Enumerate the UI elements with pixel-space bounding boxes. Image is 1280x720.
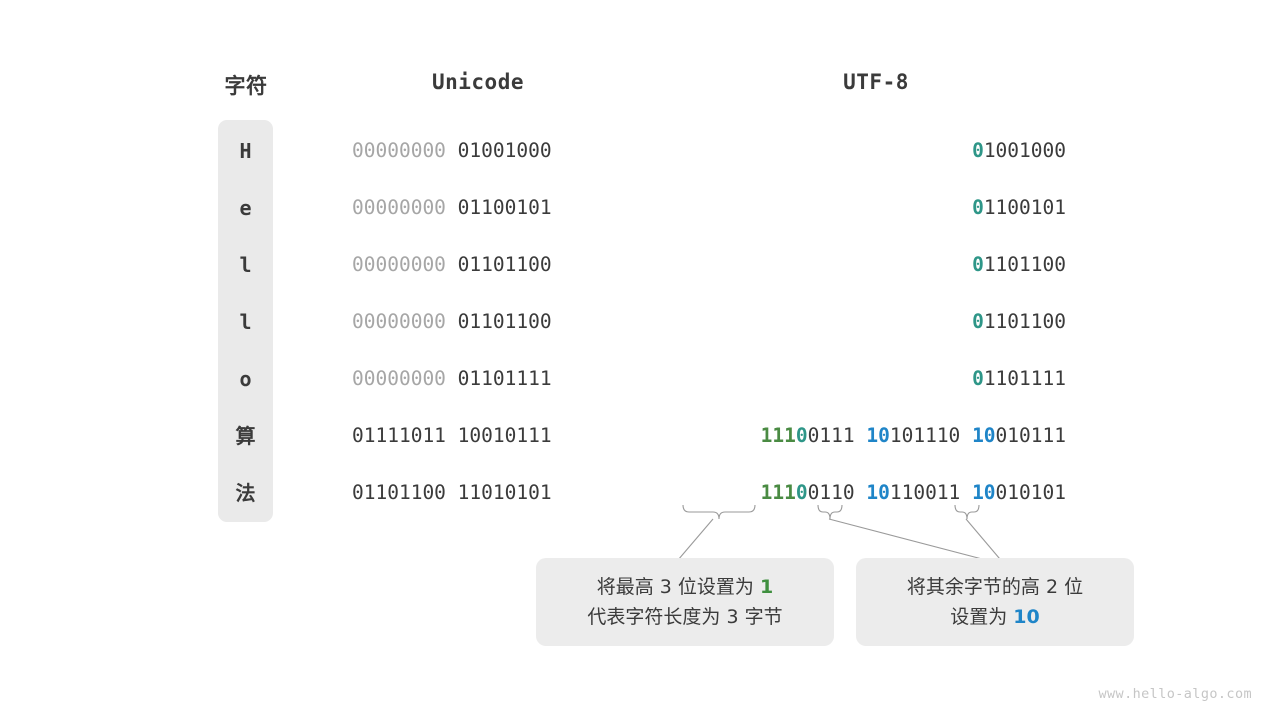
utf8-byte-prefix: 0 (972, 310, 984, 333)
unicode-high-byte: 00000000 (352, 253, 458, 276)
character-column-panel (218, 120, 273, 522)
unicode-low-byte: 11010101 (457, 481, 552, 504)
column-header-unicode: Unicode (431, 70, 524, 94)
leader-brace1 (677, 518, 714, 561)
unicode-low-byte: 01101100 (457, 253, 552, 276)
unicode-high-byte: 00000000 (352, 139, 458, 162)
unicode-low-byte: 01100101 (457, 196, 552, 219)
utf8-byte-prefix: 0 (972, 196, 984, 219)
note-2-line-1: 将其余字节的高 2 位 (906, 576, 1084, 598)
character-cell: 算 (235, 424, 256, 448)
note-leading-bits: 将最高 3 位设置为 1 代表字符长度为 3 字节 (536, 558, 834, 646)
note-1-line-1-text: 将最高 3 位设置为 (596, 576, 760, 598)
unicode-high-byte: 01111011 (352, 424, 458, 447)
utf8-cell: 01101111 (972, 365, 1066, 393)
utf8-byte-payload: 0111 (807, 424, 855, 447)
brace-byte3 (954, 504, 980, 520)
utf8-cell: 01001000 (972, 137, 1066, 165)
utf8-byte-payload: 1101111 (983, 367, 1066, 390)
character-cell: 法 (235, 481, 256, 505)
unicode-high-byte: 00000000 (352, 310, 458, 333)
unicode-low-byte: 01001000 (457, 139, 552, 162)
note-2-highlight: 10 (1013, 606, 1040, 628)
character-cell: H (239, 139, 252, 163)
utf8-cell: 01101100 (972, 251, 1066, 279)
utf8-byte-prefix: 0 (972, 253, 984, 276)
utf8-cell: 11100111 10101110 10010111 (761, 422, 1066, 450)
utf8-byte-payload: 010111 (995, 424, 1066, 447)
unicode-low-byte: 01101100 (457, 310, 552, 333)
byte-separator (960, 424, 972, 447)
brace-byte2 (817, 504, 843, 520)
note-1-line-1: 将最高 3 位设置为 1 (597, 572, 773, 602)
utf8-byte-payload: 010101 (995, 481, 1066, 504)
column-header-utf8: UTF-8 (843, 70, 909, 94)
utf8-byte-prefix: 10 (972, 481, 996, 504)
note-continuation-bits: 将其余字节的高 2 位 设置为 10 (856, 558, 1134, 646)
note-2-line-2: 设置为 10 (950, 602, 1040, 632)
utf8-byte-payload: 1101100 (983, 310, 1066, 333)
note-1-highlight: 1 (759, 576, 774, 598)
utf8-byte-prefix: 10 (866, 481, 890, 504)
utf8-byte-payload: 110011 (889, 481, 961, 504)
note-2-line-2-text: 设置为 (950, 606, 1014, 628)
utf8-cell: 01101100 (972, 308, 1066, 336)
column-header-character: 字符 (224, 74, 268, 98)
utf8-byte-prefix-terminator: 0 (795, 481, 808, 504)
utf8-byte-prefix: 111 (760, 424, 796, 447)
utf8-byte-payload: 1100101 (983, 196, 1066, 219)
utf8-cell: 01100101 (972, 194, 1066, 222)
utf8-byte-payload: 1101100 (983, 253, 1066, 276)
byte-separator (855, 424, 867, 447)
utf8-cell: 11100110 10110011 10010101 (761, 479, 1066, 507)
character-cell: l (239, 310, 252, 334)
site-watermark: www.hello-algo.com (1098, 686, 1252, 702)
character-cell: o (239, 367, 252, 391)
utf8-byte-payload: 101110 (889, 424, 961, 447)
byte-separator (855, 481, 867, 504)
unicode-low-byte: 01101111 (457, 367, 552, 390)
brace-byte1 (682, 504, 756, 520)
unicode-cell: 01111011 10010111 (352, 422, 552, 450)
unicode-high-byte: 00000000 (352, 367, 458, 390)
character-cell: e (239, 196, 252, 220)
utf8-byte-prefix: 0 (972, 139, 984, 162)
unicode-cell: 00000000 01101111 (352, 365, 552, 393)
utf8-byte-prefix: 10 (972, 424, 996, 447)
byte-separator (960, 481, 972, 504)
character-cell: l (239, 253, 252, 277)
unicode-low-byte: 10010111 (457, 424, 552, 447)
utf8-byte-prefix: 10 (866, 424, 890, 447)
utf8-byte-payload: 0110 (807, 481, 855, 504)
note-1-line-2: 代表字符长度为 3 字节 (587, 606, 783, 628)
utf8-byte-prefix: 111 (760, 481, 796, 504)
unicode-cell: 00000000 01001000 (352, 137, 552, 165)
unicode-high-byte: 00000000 (352, 196, 458, 219)
utf8-byte-prefix: 0 (972, 367, 984, 390)
unicode-cell: 00000000 01101100 (352, 251, 552, 279)
utf8-byte-payload: 1001000 (983, 139, 1066, 162)
utf8-byte-prefix-terminator: 0 (795, 424, 808, 447)
unicode-cell: 00000000 01100101 (352, 194, 552, 222)
unicode-high-byte: 01101100 (352, 481, 458, 504)
unicode-cell: 01101100 11010101 (352, 479, 552, 507)
unicode-cell: 00000000 01101100 (352, 308, 552, 336)
